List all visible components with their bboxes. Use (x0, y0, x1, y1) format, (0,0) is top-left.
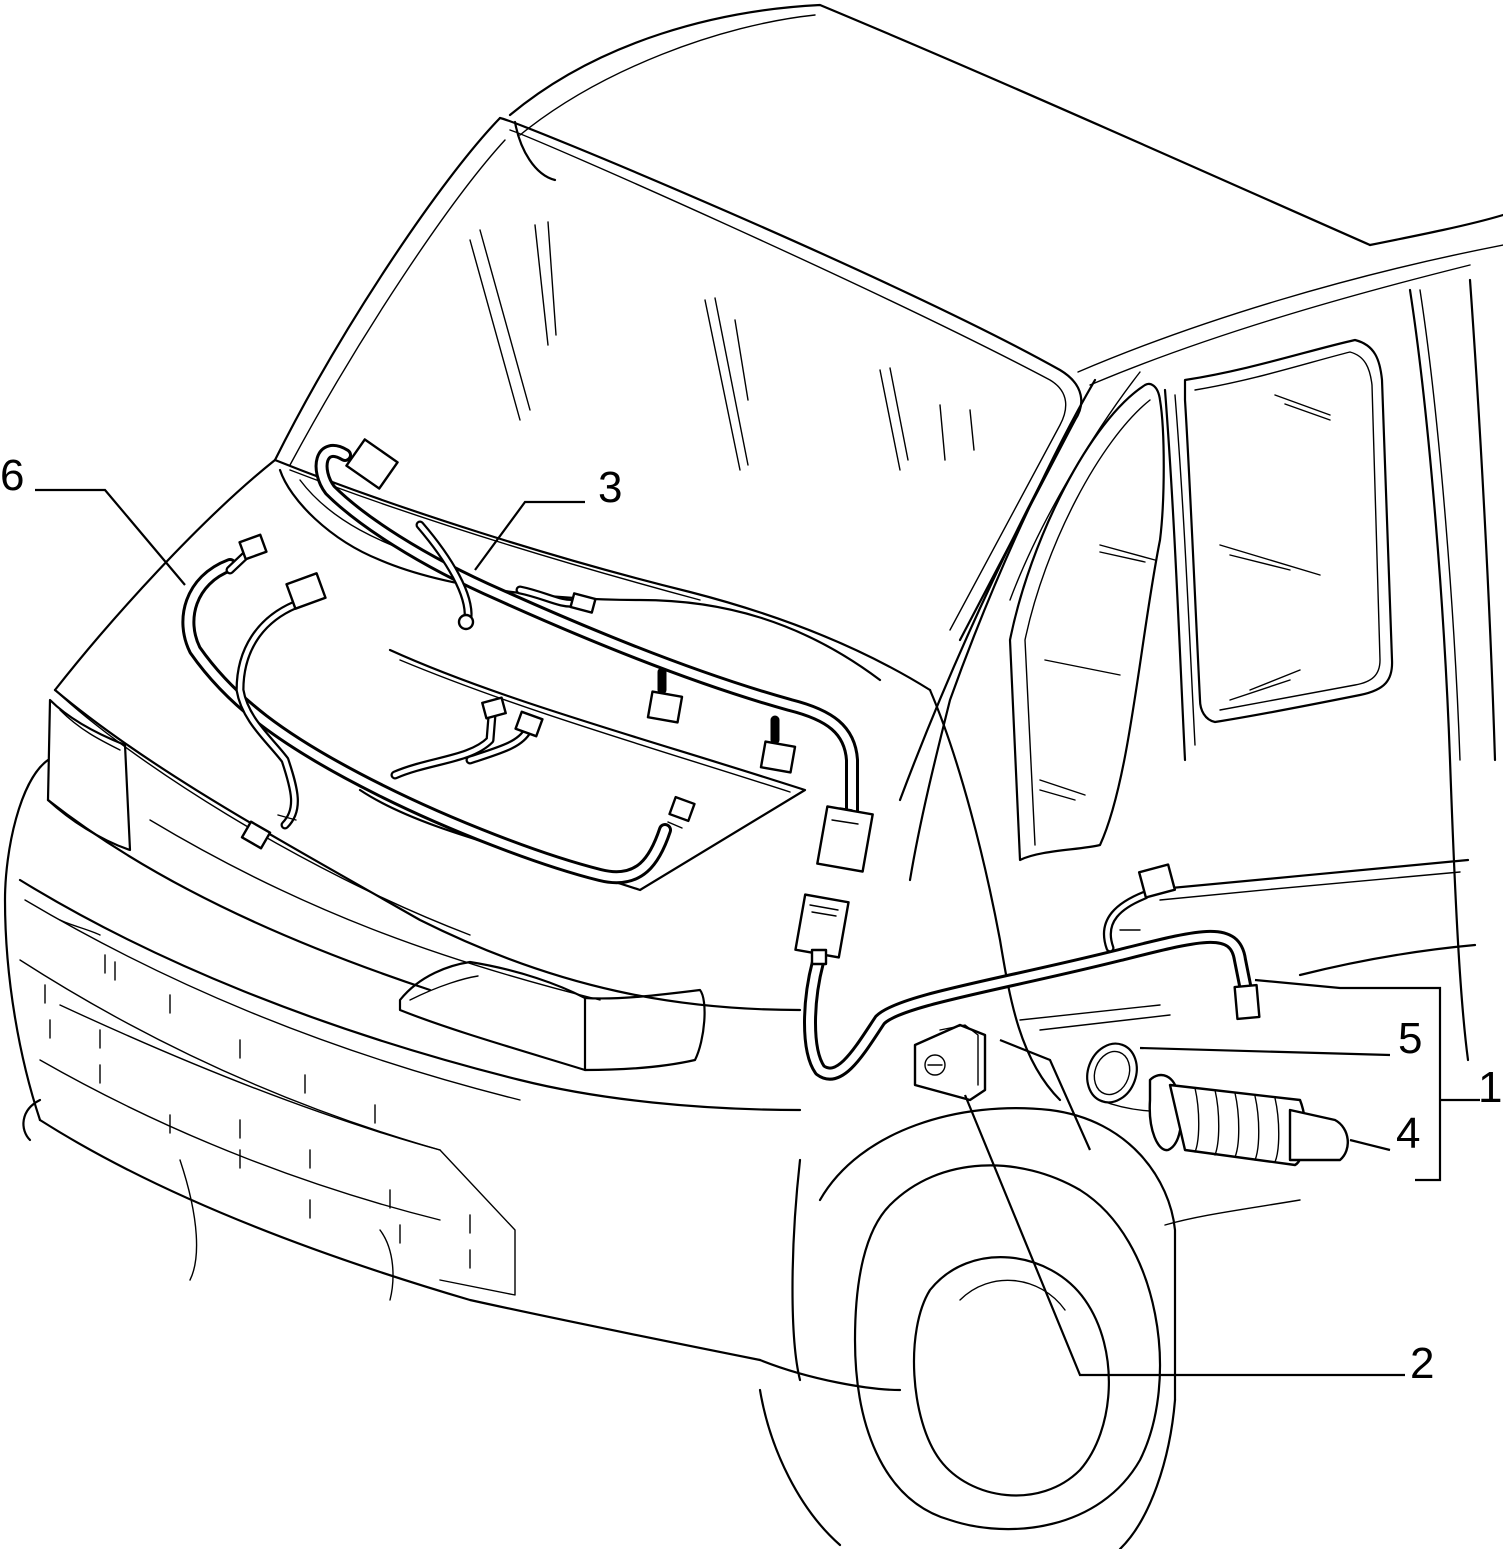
cowl-wiring-harness (314, 438, 874, 873)
callout-3: 3 (598, 463, 622, 512)
callout-5: 5 (1398, 1014, 1422, 1063)
ring-terminal-3 (457, 613, 475, 631)
connector-6d (481, 696, 507, 720)
connector-6e (514, 710, 544, 738)
connector-1b (1137, 863, 1177, 899)
door-switch-part-4 (1148, 1073, 1349, 1167)
connector-6f (668, 795, 696, 823)
vehicle-body-outline (3, 3, 1503, 1549)
front-wiring-harness (181, 533, 696, 885)
grommet-1d (810, 948, 828, 966)
connector-6a (238, 533, 268, 561)
connector-6c (240, 820, 272, 850)
callout-6: 6 (0, 451, 24, 500)
connector-6b (285, 572, 327, 610)
callout-labels: 6 3 5 1 4 2 (0, 451, 1502, 1388)
connector-3-main (816, 805, 874, 873)
connector-1-main (794, 893, 850, 959)
connector-3c (646, 690, 684, 724)
connector-3d (759, 740, 797, 774)
grille-pegs (44, 954, 471, 1269)
callout-2: 2 (1410, 1339, 1434, 1388)
callout-4: 4 (1396, 1109, 1420, 1158)
side-wiring-harness (794, 863, 1261, 1081)
seal-ring-part-5 (1086, 1042, 1138, 1104)
connector-3a (345, 438, 399, 490)
callout-leaders (35, 488, 1480, 1377)
connector-3b (569, 592, 597, 614)
callout-1: 1 (1478, 1063, 1502, 1112)
connector-1c (1233, 983, 1261, 1021)
switch-housing-part-2 (913, 1023, 987, 1102)
